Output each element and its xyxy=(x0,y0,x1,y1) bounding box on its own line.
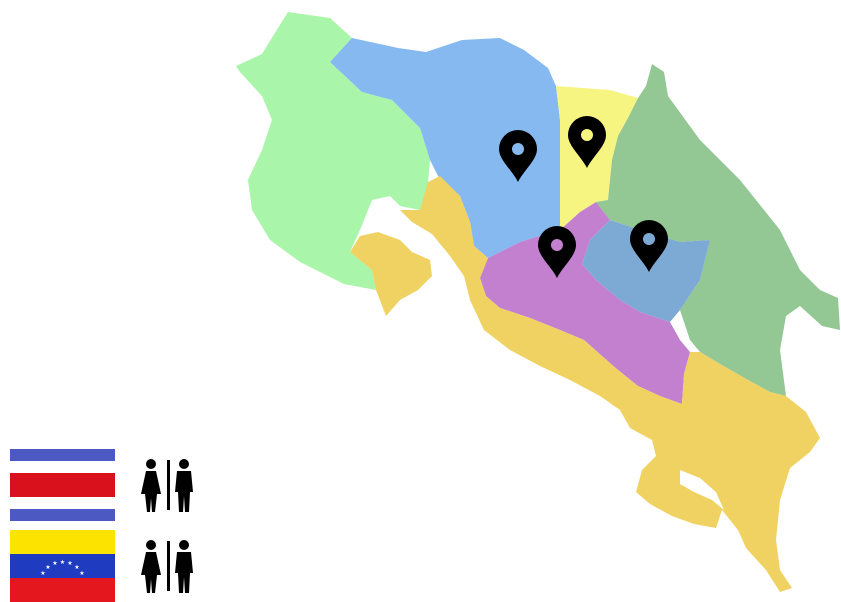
province-cartago[interactable] xyxy=(582,220,710,322)
venezuela-flag-icon: ★ ★ ★ ★ ★ ★ ★ xyxy=(10,530,115,602)
svg-text:★: ★ xyxy=(40,570,45,577)
svg-text:★: ★ xyxy=(52,560,57,567)
svg-text:★: ★ xyxy=(67,560,72,567)
costa-rica-flag-icon xyxy=(10,449,115,521)
legend-row-venezuela: ★ ★ ★ ★ ★ ★ ★ xyxy=(10,530,199,602)
province-puntarenas-nicoya[interactable] xyxy=(350,232,432,316)
legend-row-costa-rica xyxy=(10,449,199,521)
svg-text:★: ★ xyxy=(60,559,65,566)
province-limon[interactable] xyxy=(596,64,840,396)
svg-text:★: ★ xyxy=(74,564,79,571)
restroom-icon xyxy=(141,540,193,593)
map-pin-icon-alajuela[interactable] xyxy=(499,130,537,182)
map-pin-icon-heredia[interactable] xyxy=(568,116,606,168)
gulf-inlet xyxy=(680,470,724,510)
restroom-icon xyxy=(141,459,193,512)
map-pin-icon-san-jose[interactable] xyxy=(538,226,576,278)
svg-text:★: ★ xyxy=(45,564,50,571)
province-guanacaste[interactable] xyxy=(236,12,440,290)
province-san-jose[interactable] xyxy=(480,202,690,404)
province-alajuela[interactable] xyxy=(330,38,560,258)
svg-text:★: ★ xyxy=(79,570,84,577)
map-pin-icon-cartago[interactable] xyxy=(630,220,668,272)
province-puntarenas[interactable] xyxy=(400,176,820,592)
